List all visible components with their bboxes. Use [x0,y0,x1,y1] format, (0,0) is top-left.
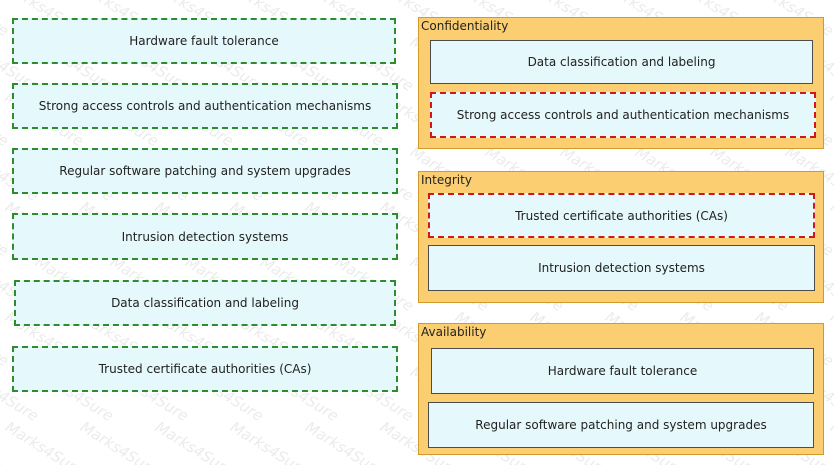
group-title: Availability [421,325,487,339]
source-item-label: Trusted certificate authorities (CAs) [98,362,312,376]
drop-slot-integrity-2[interactable]: Intrusion detection systems [428,245,815,291]
source-item-access-controls[interactable]: Strong access controls and authenticatio… [12,83,398,129]
source-item-intrusion-detection[interactable]: Intrusion detection systems [12,213,398,260]
drop-slot-label: Intrusion detection systems [538,261,705,275]
watermark-text: Marks4Sure [301,417,387,465]
watermark-text: Marks4Sure [1,417,87,465]
watermark-text: Marks4Sure [151,417,237,465]
watermark-text: Marks4Sure [826,197,834,261]
group-title: Integrity [421,173,472,187]
watermark-text: Marks4Sure [76,417,162,465]
drop-slot-availability-2[interactable]: Regular software patching and system upg… [428,402,814,448]
watermark-text: Marks4Sure [826,417,834,465]
watermark-text: Marks4Sure [0,307,12,371]
drop-slot-integrity-1[interactable]: Trusted certificate authorities (CAs) [428,193,815,238]
watermark-text: Marks4Sure [826,87,834,151]
watermark-text: Marks4Sure [0,87,12,151]
drop-slot-label: Regular software patching and system upg… [475,418,767,432]
source-item-label: Intrusion detection systems [121,229,289,244]
drop-slot-label: Data classification and labeling [527,55,716,69]
watermark-text: Marks4Sure [0,0,12,41]
source-item-label: Strong access controls and authenticatio… [38,99,372,113]
source-item-label: Hardware fault tolerance [129,34,279,48]
source-item-hardware-fault-tolerance[interactable]: Hardware fault tolerance [12,18,396,64]
source-item-label: Data classification and labeling [111,296,299,310]
drop-slot-confidentiality-2[interactable]: Strong access controls and authenticatio… [430,92,816,138]
watermark-text: Marks4Sure [0,417,12,465]
drop-slot-availability-1[interactable]: Hardware fault tolerance [431,348,814,394]
watermark-text: Marks4Sure [226,417,312,465]
watermark-text: Marks4Sure [826,0,834,41]
group-title: Confidentiality [421,19,509,33]
watermark-text: Marks4Sure [0,197,12,261]
drop-slot-label: Strong access controls and authenticatio… [456,108,790,122]
source-item-data-classification[interactable]: Data classification and labeling [14,280,396,326]
watermark-text: Marks4Sure [826,307,834,371]
source-item-trusted-cas[interactable]: Trusted certificate authorities (CAs) [12,346,398,392]
drop-slot-label: Trusted certificate authorities (CAs) [515,208,728,223]
source-item-label: Regular software patching and system upg… [59,164,351,178]
drop-slot-confidentiality-1[interactable]: Data classification and labeling [430,40,813,84]
source-item-software-patching[interactable]: Regular software patching and system upg… [12,148,398,194]
drop-slot-label: Hardware fault tolerance [547,364,698,378]
